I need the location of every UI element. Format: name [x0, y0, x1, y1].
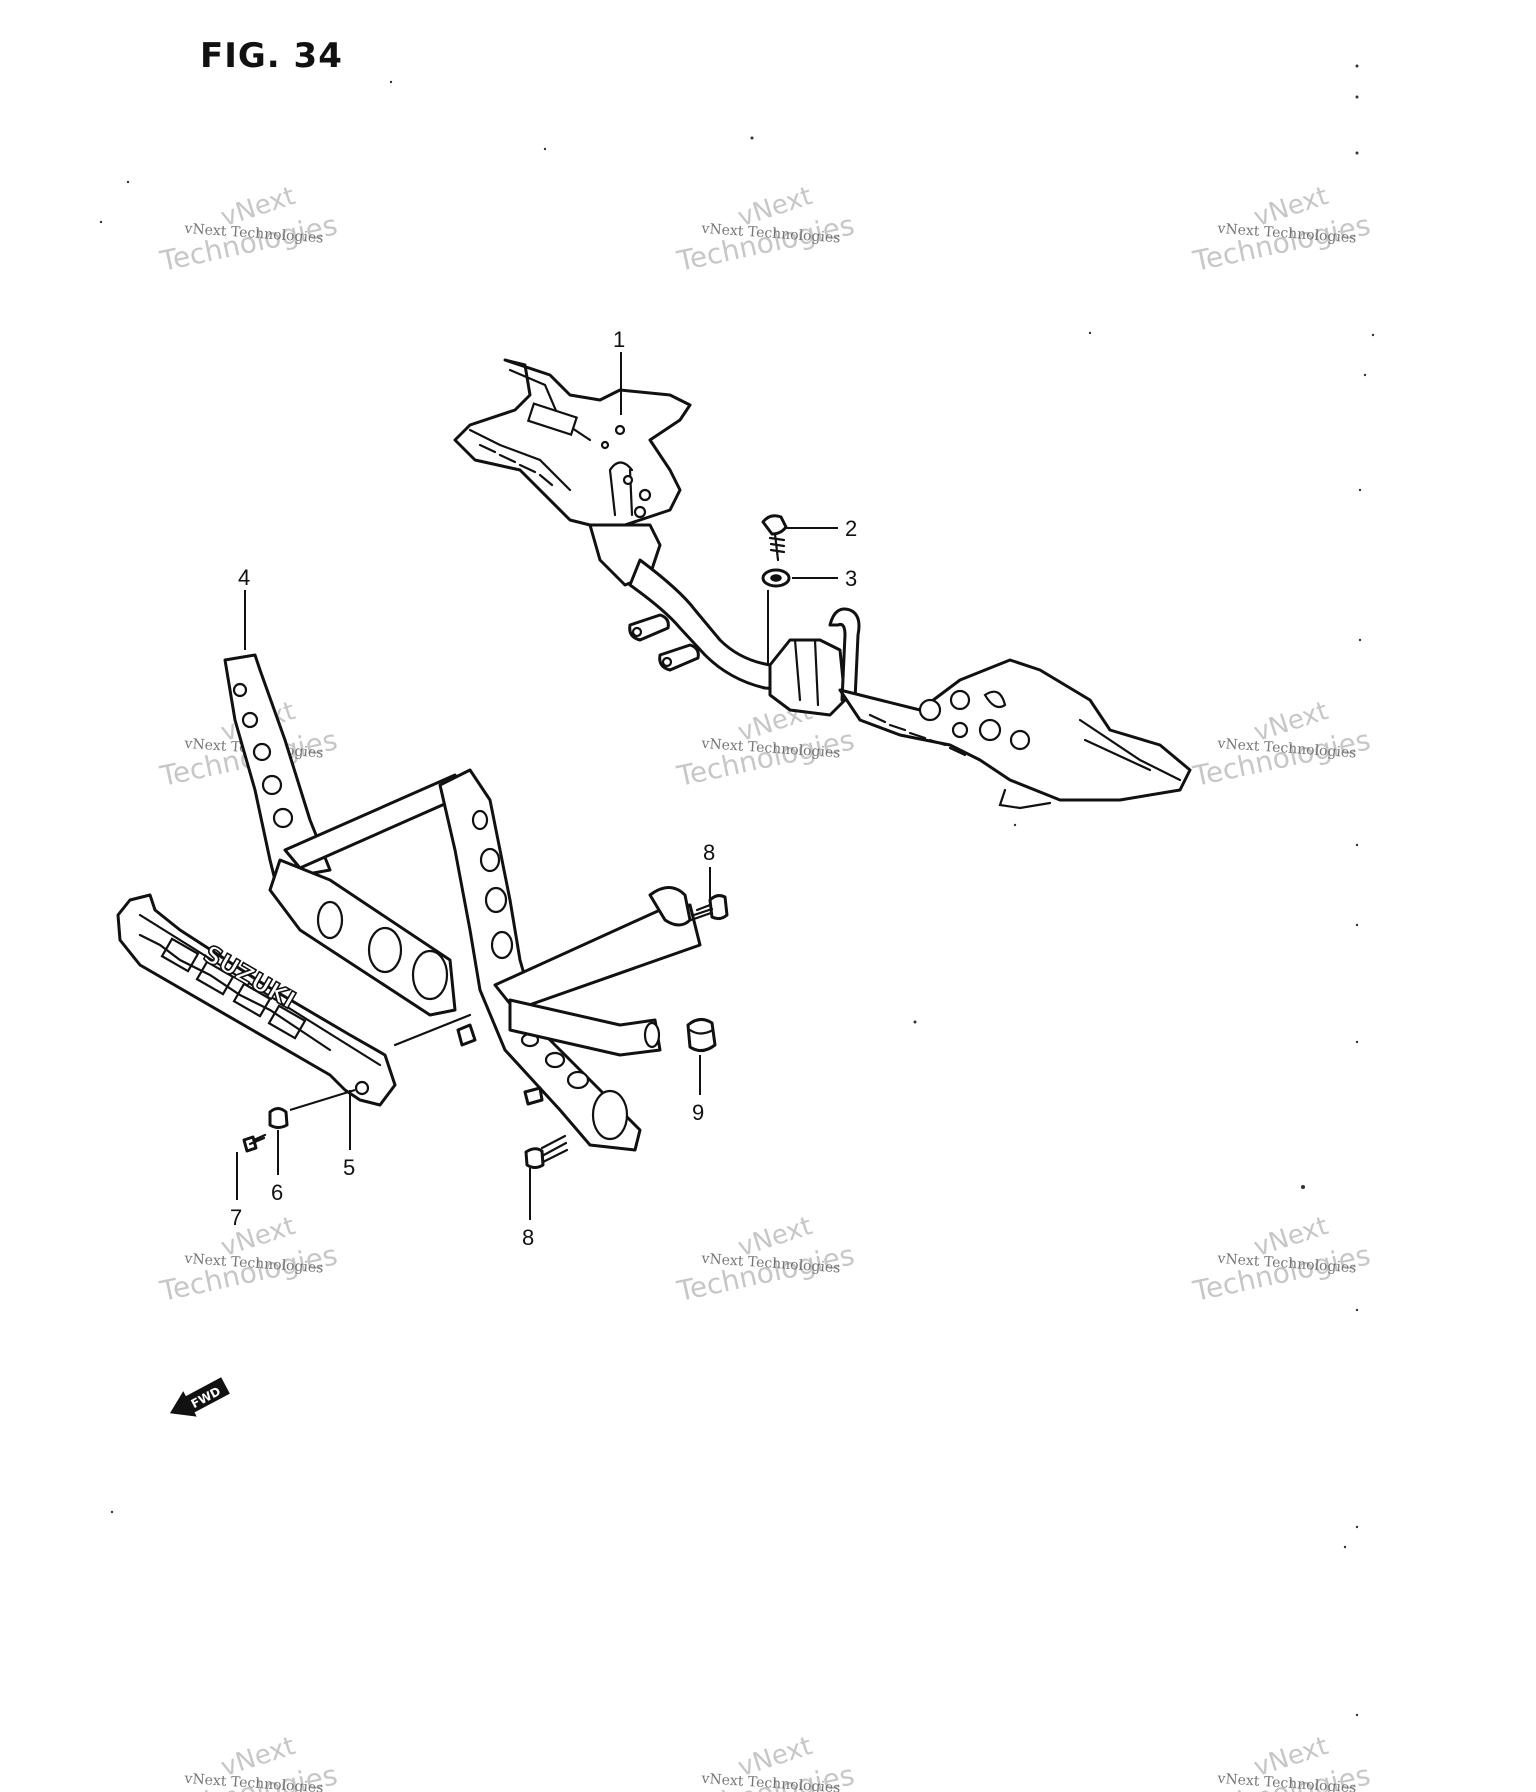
callout-leaders [236, 352, 838, 1220]
bolt-part-7[interactable] [242, 1133, 267, 1153]
forward-arrow-icon: FWD [169, 1377, 230, 1417]
callout-8-upper: 8 [703, 840, 715, 865]
bolt-part-8-lower[interactable] [524, 1134, 569, 1169]
plug-part-9[interactable] [686, 1018, 717, 1052]
callout-9: 9 [692, 1100, 704, 1125]
callout-1: 1 [613, 327, 625, 352]
callout-labels: 1 2 3 4 5 6 7 8 8 9 [230, 327, 857, 1250]
callout-7: 7 [230, 1205, 242, 1230]
front-guard-frame[interactable] [223, 653, 702, 1152]
callout-4: 4 [238, 565, 250, 590]
nut-part-6[interactable] [268, 1107, 289, 1129]
callout-6: 6 [271, 1180, 283, 1205]
callout-2: 2 [845, 516, 857, 541]
figure-title: FIG. 34 [200, 36, 343, 76]
bolt-part-2[interactable] [761, 514, 788, 562]
footrest-assembly[interactable] [453, 358, 1192, 810]
washer-part-3[interactable] [761, 568, 791, 588]
callout-3: 3 [845, 566, 857, 591]
callout-8-lower: 8 [522, 1225, 534, 1250]
scan-specks [99, 64, 1375, 1717]
bolt-part-8-upper[interactable] [689, 894, 729, 922]
callout-5: 5 [343, 1155, 355, 1180]
